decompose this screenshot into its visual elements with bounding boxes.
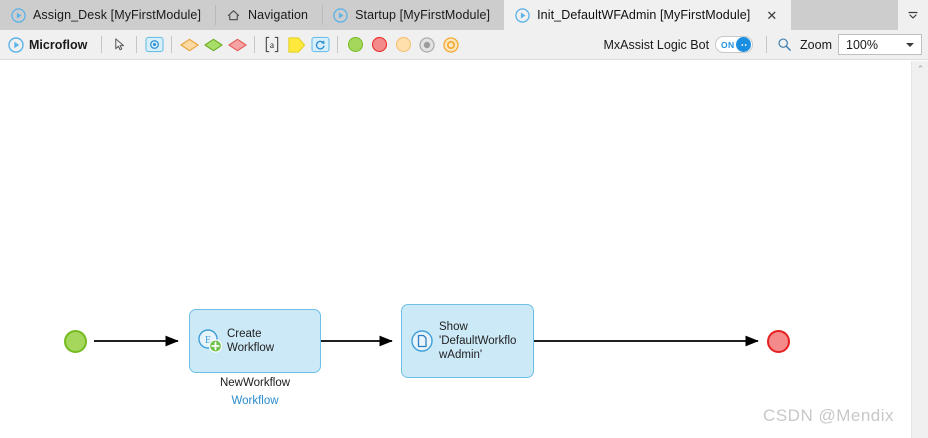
canvas-vertical-scrollbar[interactable]: ⌃ [911,61,928,438]
microflow-icon [333,7,348,23]
scroll-up-icon[interactable]: ⌃ [916,64,925,74]
zoom-value: 100% [846,37,878,52]
magnifier-icon[interactable] [772,33,796,57]
tab-label: Init_DefaultWFAdmin [MyFirstModule] [537,8,751,22]
tab-navigation[interactable]: Navigation [215,0,323,30]
watermark: CSDN @Mendix [763,406,894,425]
pointer-icon[interactable] [107,33,131,57]
decision-red-icon[interactable] [225,33,249,57]
toolbar-separator [766,36,768,53]
activity-show-page[interactable]: Show 'DefaultWorkflo wAdmin' [401,304,534,378]
create-object-icon: E [197,328,223,354]
end-event-icon[interactable] [367,33,391,57]
microflow-canvas[interactable]: E Create Workflow NewWorkflow Workflow [0,61,911,438]
toolbar-separator [171,36,173,53]
close-icon[interactable]: ✕ [766,7,778,23]
break-event-icon[interactable] [415,33,439,57]
editor-tab-bar: Assign_Desk [MyFirstModule] Navigation S… [0,0,928,30]
toolbar-separator [136,36,138,53]
toolbar-right-group: MxAssist Logic Bot ON Zoom [603,33,928,57]
microflow-icon [515,7,530,23]
start-event[interactable] [64,330,87,353]
toolbar-title: Microflow [0,37,96,53]
end-event[interactable] [767,330,790,353]
tab-startup[interactable]: Startup [MyFirstModule] [322,0,505,30]
mxassist-toggle-knob [736,37,752,52]
toolbar-separator [337,36,339,53]
bot-icon [740,43,747,46]
activity-label: Create Workflow [227,328,275,354]
chevron-down-icon [908,11,918,19]
mxassist-toggle[interactable]: ON [715,36,754,53]
tab-bar-spacer [791,0,898,30]
tab-label: Navigation [248,8,309,22]
decision-green-icon[interactable] [201,33,225,57]
activity-label: Show 'DefaultWorkflo wAdmin' [439,321,517,361]
mxassist-toggle-state: ON [721,40,735,50]
tab-init-defaultwfadmin[interactable]: Init_DefaultWFAdmin [MyFirstModule] ✕ [504,0,792,30]
loop-icon[interactable] [308,33,332,57]
parameter-icon[interactable] [284,33,308,57]
annotation-icon[interactable]: a [260,33,284,57]
start-event-icon[interactable] [343,33,367,57]
tab-assign-desk[interactable]: Assign_Desk [MyFirstModule] [0,0,216,30]
toolbar-title-label: Microflow [29,37,88,52]
microflow-toolbar: Microflow [0,30,928,60]
tab-label: Assign_Desk [MyFirstModule] [33,8,202,22]
tab-overflow-button[interactable] [898,0,928,30]
error-event-icon[interactable] [439,33,463,57]
tab-label: Startup [MyFirstModule] [355,8,491,22]
activity-create-workflow[interactable]: E Create Workflow [189,309,321,373]
svg-text:E: E [205,335,211,346]
show-page-icon [409,328,435,354]
chevron-down-icon [906,42,914,47]
zoom-label: Zoom [800,37,832,52]
decision-orange-icon[interactable] [177,33,201,57]
flow-connectors [94,335,759,347]
microflow-icon [8,37,24,53]
mxassist-logic-bot-label: MxAssist Logic Bot [603,37,710,52]
zoom-select[interactable]: 100% [838,34,922,55]
toolbar-separator [254,36,256,53]
activity-caption-newworkflow: NewWorkflow [219,377,291,389]
home-icon [226,8,241,23]
activity-caption-type-workflow[interactable]: Workflow [231,395,279,407]
continue-event-icon[interactable] [391,33,415,57]
toolbar-separator [101,36,103,53]
microflow-icon [11,7,26,23]
object-activity-icon[interactable] [142,33,166,57]
svg-text:a: a [270,41,275,51]
